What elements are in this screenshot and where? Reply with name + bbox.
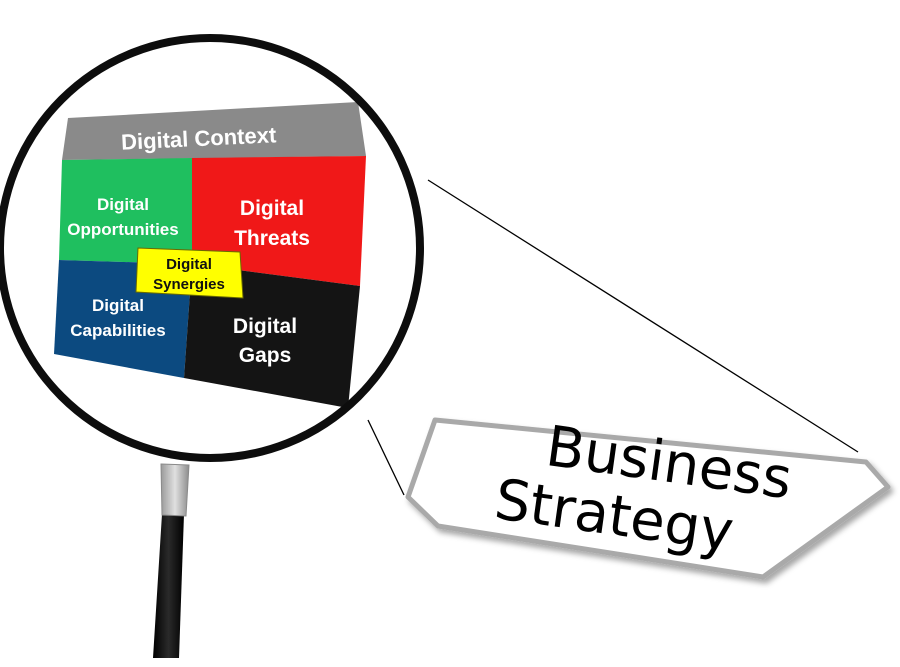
lens-rim xyxy=(0,34,424,462)
business-strategy-card xyxy=(405,417,891,580)
gaps-line-1: Digital xyxy=(233,315,297,338)
capabilities-line-1: Digital xyxy=(92,296,144,315)
zoom-line-upper xyxy=(427,179,859,453)
capabilities-line-2: Capabilities xyxy=(70,321,165,340)
quadrant-opportunities xyxy=(59,158,192,264)
threats-line-1: Digital xyxy=(240,197,304,220)
magnifier-lens: Digital Context Digital Opportunities Di… xyxy=(0,34,424,462)
digital-synergies-box xyxy=(135,247,244,299)
digital-matrix: Digital Context Digital Opportunities Di… xyxy=(54,102,366,408)
synergies-line-1: Digital xyxy=(166,256,212,273)
synergies-line-2: Synergies xyxy=(153,276,225,293)
threats-line-2: Threats xyxy=(234,227,310,250)
zoom-line-lower xyxy=(367,419,405,496)
quadrant-gaps xyxy=(184,264,360,408)
opportunities-line-2: Opportunities xyxy=(67,220,178,239)
gaps-line-2: Gaps xyxy=(239,344,292,367)
digital-context-band xyxy=(62,102,366,160)
magnifier-handle xyxy=(153,463,190,658)
opportunities-line-1: Digital xyxy=(97,195,149,214)
